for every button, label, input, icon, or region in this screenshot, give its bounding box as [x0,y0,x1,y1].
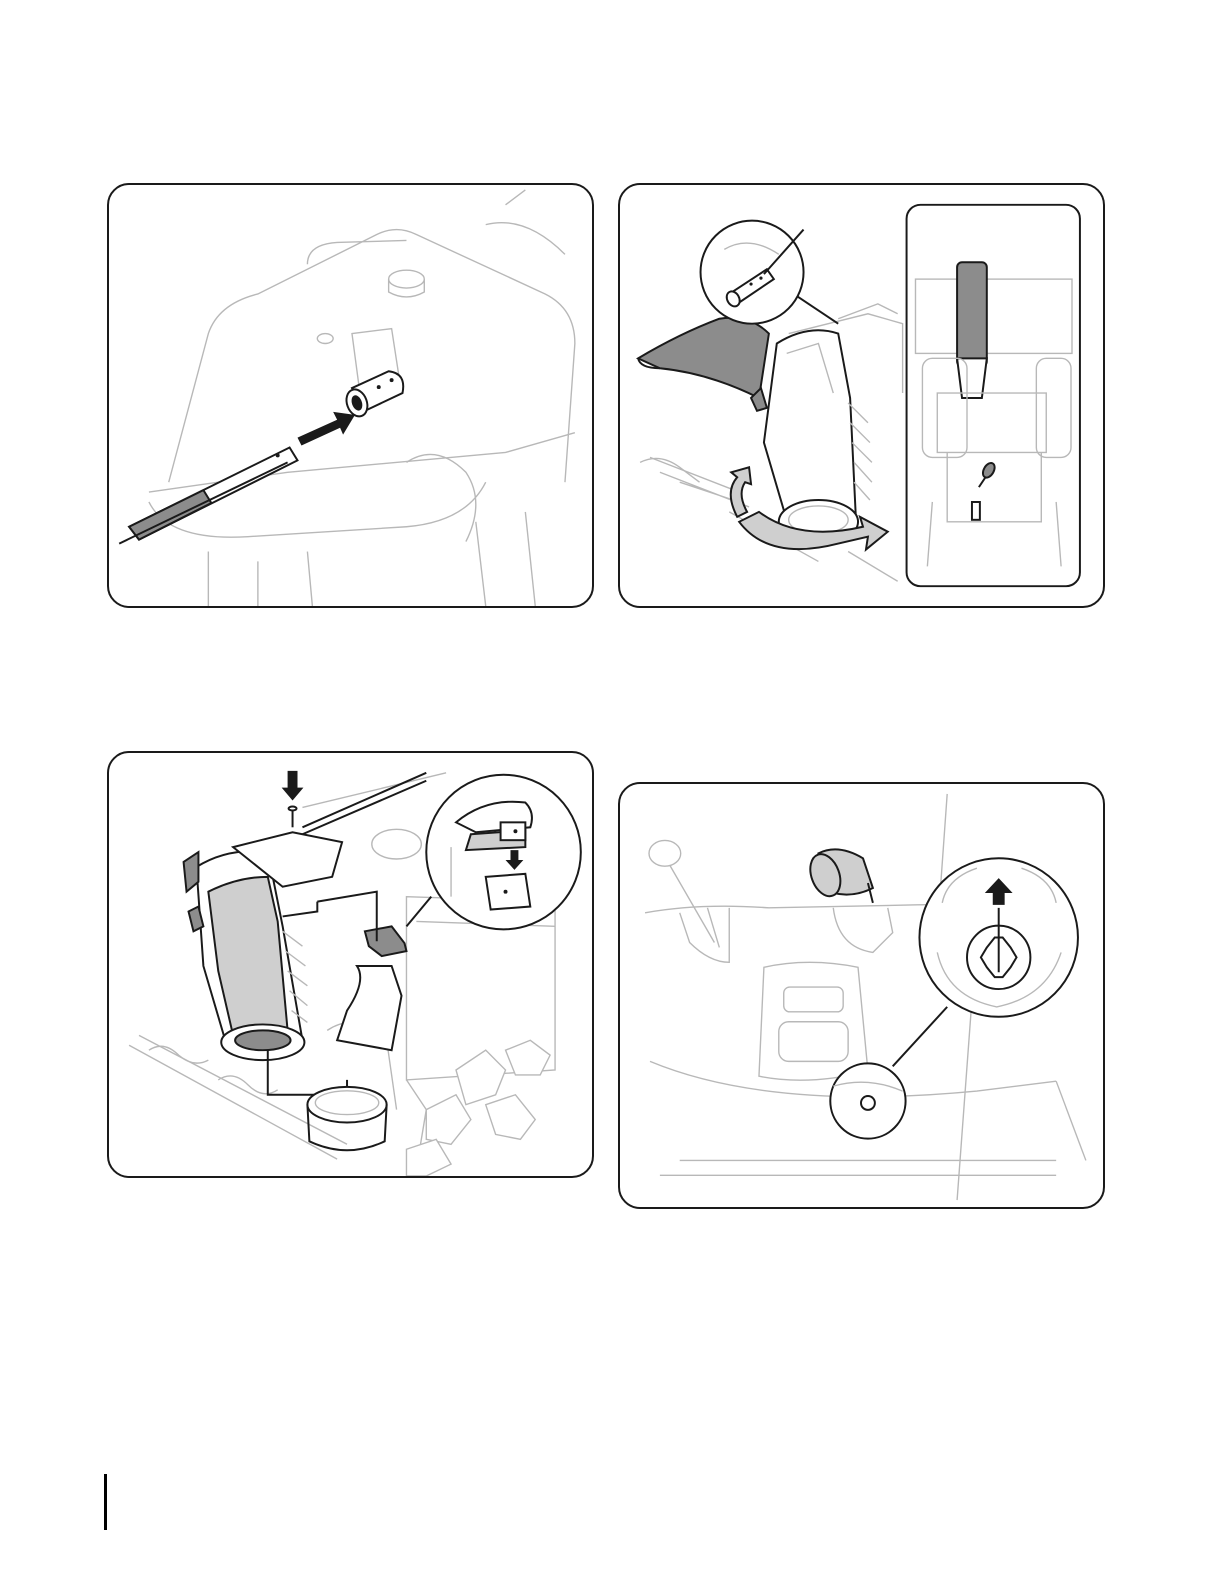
zoom-callout [406,775,580,930]
illustration-shift-rod [109,185,592,606]
figure-shift-rod-insertion [107,183,594,608]
push-arrow-icon [298,412,355,446]
illustration-chute-rotation [620,185,1103,606]
zoom-callout-large [919,858,1078,1017]
figure-chute-control-knob [618,782,1105,1209]
figure-chute-assembly [107,751,594,1178]
inset-operator-view [907,205,1080,586]
zoom-callout [701,221,839,324]
figure-chute-rotation [618,183,1105,608]
illustration-chute-assembly [109,753,592,1176]
zoom-callout-small [830,1007,947,1139]
margin-rule [104,1474,107,1530]
down-arrow-icon [282,771,304,801]
illustration-chute-control [620,784,1103,1207]
